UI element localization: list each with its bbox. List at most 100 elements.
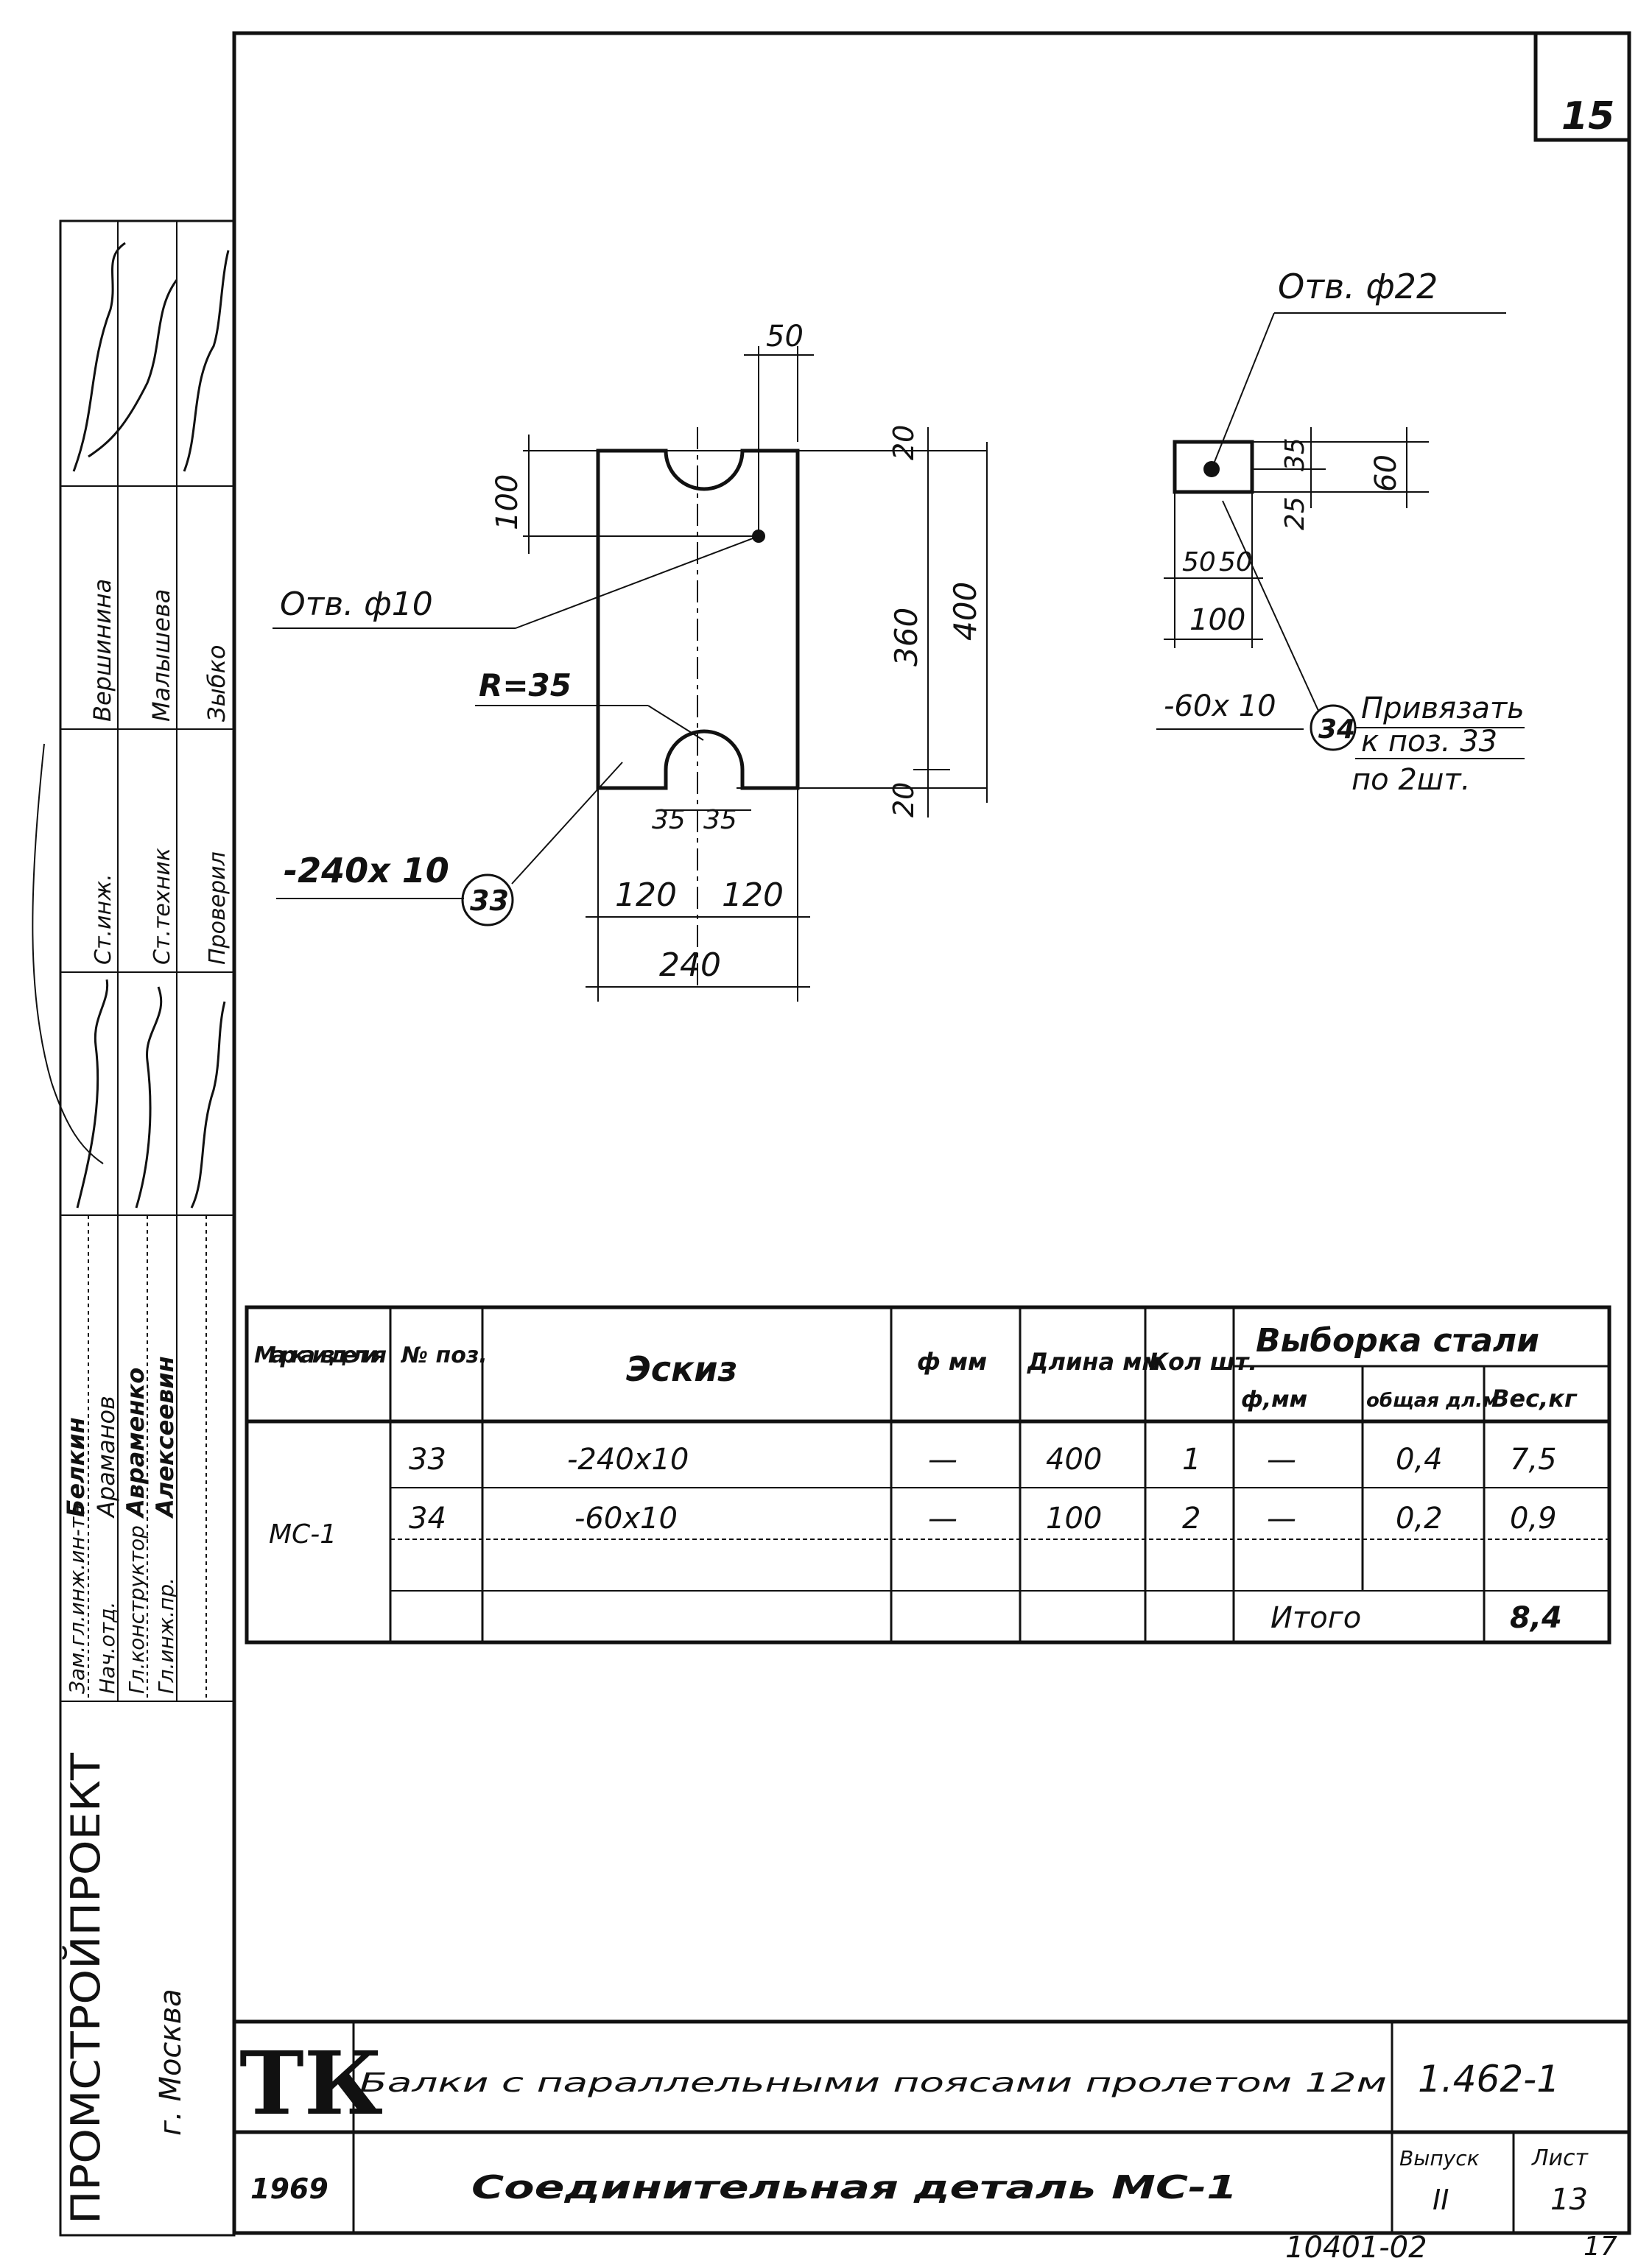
sheet-frame bbox=[232, 31, 1631, 2235]
stamp-city: г. Москва bbox=[154, 1989, 188, 2136]
table-frame bbox=[245, 1305, 1611, 1645]
header-sel-phi: ф,мм bbox=[1241, 1387, 1307, 1413]
leader-line bbox=[647, 705, 704, 741]
position-33-number: 33 bbox=[470, 885, 509, 917]
stamp-role2-0: Ст.инж. bbox=[91, 873, 116, 965]
plate-34-drawing: 35 25 60 50 50 100 Отв. ф22 -60х 10 34 П… bbox=[1156, 267, 1525, 797]
stamp-name-3: Алексеевин bbox=[151, 1356, 179, 1519]
total-weight: 8,4 bbox=[1510, 1601, 1562, 1635]
leader-line bbox=[511, 762, 623, 885]
plate-33-drawing: 50 100 20 360 400 20 Отв. ф10 R=35 35 35… bbox=[273, 320, 988, 1002]
note-line-2: к поз. 33 bbox=[1361, 725, 1497, 759]
year: 1969 bbox=[250, 2173, 328, 2205]
section-33-label: -240х 10 bbox=[284, 851, 449, 890]
leader-line bbox=[1222, 500, 1319, 711]
header-qty: Кол шт. bbox=[1149, 1348, 1257, 1376]
row-34-weight: 0,9 bbox=[1510, 1502, 1557, 1536]
row-34-total: 0,2 bbox=[1396, 1502, 1443, 1536]
bottom-page-number: 17 bbox=[1584, 2232, 1617, 2261]
stamp-name2-1: Малышева bbox=[147, 589, 175, 722]
dim-a: 35 bbox=[1280, 437, 1310, 471]
sheet-number: 13 bbox=[1550, 2183, 1588, 2217]
stamp-name-1: Араманов bbox=[92, 1396, 120, 1519]
dim-half-a: 120 bbox=[615, 876, 677, 914]
dim-between-holes: 360 bbox=[888, 608, 924, 667]
dim-w1: 50 bbox=[1182, 547, 1216, 577]
row-33-total: 0,4 bbox=[1396, 1443, 1443, 1477]
project-title: Балки с параллельными поясами пролетом 1… bbox=[359, 2068, 1387, 2098]
row-33-sel-phi: — bbox=[1267, 1443, 1296, 1477]
side-stamp-frame bbox=[59, 219, 236, 2237]
specification-table-text: Марка изделия № поз. Эскиз ф мм Длина мм… bbox=[254, 1322, 1578, 1635]
row-33-length: 400 bbox=[1046, 1443, 1102, 1477]
row-34-length: 100 bbox=[1046, 1502, 1102, 1536]
dim-w2: 50 bbox=[1219, 547, 1253, 577]
sheet-label: Лист bbox=[1531, 2145, 1589, 2171]
section-34-label: -60х 10 bbox=[1164, 689, 1276, 723]
bottom-doc-number: 10401-02 bbox=[1285, 2231, 1427, 2261]
header-sel-total: общая дл.м bbox=[1366, 1390, 1498, 1412]
header-selection: Выборка стали bbox=[1256, 1322, 1539, 1360]
header-phi: ф мм bbox=[917, 1348, 987, 1376]
hole-10-label: Отв. ф10 bbox=[280, 586, 433, 623]
corner-number-box bbox=[1533, 33, 1629, 142]
stamp-name-2: Авраменко bbox=[122, 1368, 150, 1519]
stamp-org: ПРОМСТРОЙПРОЕКТ bbox=[63, 1752, 109, 2224]
dim-total-width: 240 bbox=[659, 946, 721, 984]
header-length: Длина мм bbox=[1027, 1348, 1161, 1376]
stamp-name2-0: Вершинина bbox=[88, 579, 116, 722]
leader-line bbox=[515, 535, 759, 629]
dim-width: 100 bbox=[1189, 603, 1245, 637]
leader-line bbox=[1211, 312, 1275, 470]
stamp-role-3: Гл.инж.пр. bbox=[154, 1578, 178, 1694]
row-34-qty: 2 bbox=[1182, 1502, 1201, 1536]
dim-b: 25 bbox=[1280, 496, 1310, 530]
signature-1 bbox=[72, 242, 230, 472]
dim-half-b: 120 bbox=[722, 876, 784, 914]
dim-height: 60 bbox=[1369, 454, 1403, 492]
header-sketch: Эскиз bbox=[626, 1349, 737, 1389]
stamp-role2-1: Ст.техник bbox=[150, 848, 175, 965]
position-33-circle bbox=[461, 873, 514, 926]
stamp-name-0: Белкин bbox=[62, 1417, 90, 1517]
position-34-number: 34 bbox=[1318, 714, 1355, 745]
title-block: ТК Балки с параллельными поясами пролето… bbox=[234, 2019, 1629, 2233]
signature-3 bbox=[32, 743, 104, 1164]
row-34-sketch: -60х10 bbox=[574, 1502, 678, 1536]
row-33-weight: 7,5 bbox=[1510, 1443, 1557, 1477]
sheet-title: Соединительная деталь МС-1 bbox=[471, 2169, 1237, 2207]
row-34-sel-phi: — bbox=[1267, 1502, 1296, 1536]
stamp-role-1: Нач.отд. bbox=[95, 1602, 119, 1694]
issue-label: Выпуск bbox=[1399, 2146, 1480, 2170]
side-stamp: ПРОМСТРОЙПРОЕКТ г. Москва Зам.гл.инж.ин-… bbox=[32, 219, 236, 2237]
stamp-role-0: Зам.гл.инж.ин-та bbox=[65, 1505, 89, 1694]
corner-number: 15 bbox=[1561, 94, 1614, 138]
mark-value: МС-1 bbox=[269, 1519, 337, 1550]
radius-label: R=35 bbox=[479, 667, 572, 703]
note-line-1: Привязать bbox=[1361, 692, 1525, 725]
row-33-phi: — bbox=[928, 1443, 957, 1477]
dim-slot-a: 35 bbox=[652, 805, 686, 835]
specification-table bbox=[245, 1305, 1611, 1645]
row-33-sketch: -240х10 bbox=[567, 1443, 689, 1477]
header-sel-weight: Вес,кг bbox=[1491, 1385, 1578, 1413]
stamp-role2-2: Проверил bbox=[205, 851, 231, 965]
issue-number: II bbox=[1433, 2184, 1449, 2216]
total-label: Итого bbox=[1270, 1601, 1361, 1635]
header-mark: Марка изделия bbox=[254, 1343, 387, 1368]
hole-22-label: Отв. ф22 bbox=[1278, 267, 1438, 306]
row-33-pos: 33 bbox=[409, 1443, 446, 1477]
stamp-name2-2: Зыбко bbox=[203, 645, 231, 722]
plate-34-outline bbox=[1173, 440, 1254, 494]
stamp-role-2: Гл.конструктор bbox=[124, 1525, 149, 1694]
logo: ТК bbox=[239, 2032, 383, 2134]
header-pos: № поз. bbox=[400, 1343, 488, 1368]
dim-bottom-offset: 20 bbox=[887, 782, 920, 817]
row-34-phi: — bbox=[928, 1502, 957, 1536]
dim-top-width: 50 bbox=[766, 320, 804, 354]
row-34-pos: 34 bbox=[409, 1502, 446, 1536]
signature-2 bbox=[76, 979, 226, 1209]
row-33-qty: 1 bbox=[1182, 1443, 1201, 1477]
drawing-code: 1.462-1 bbox=[1418, 2058, 1560, 2100]
